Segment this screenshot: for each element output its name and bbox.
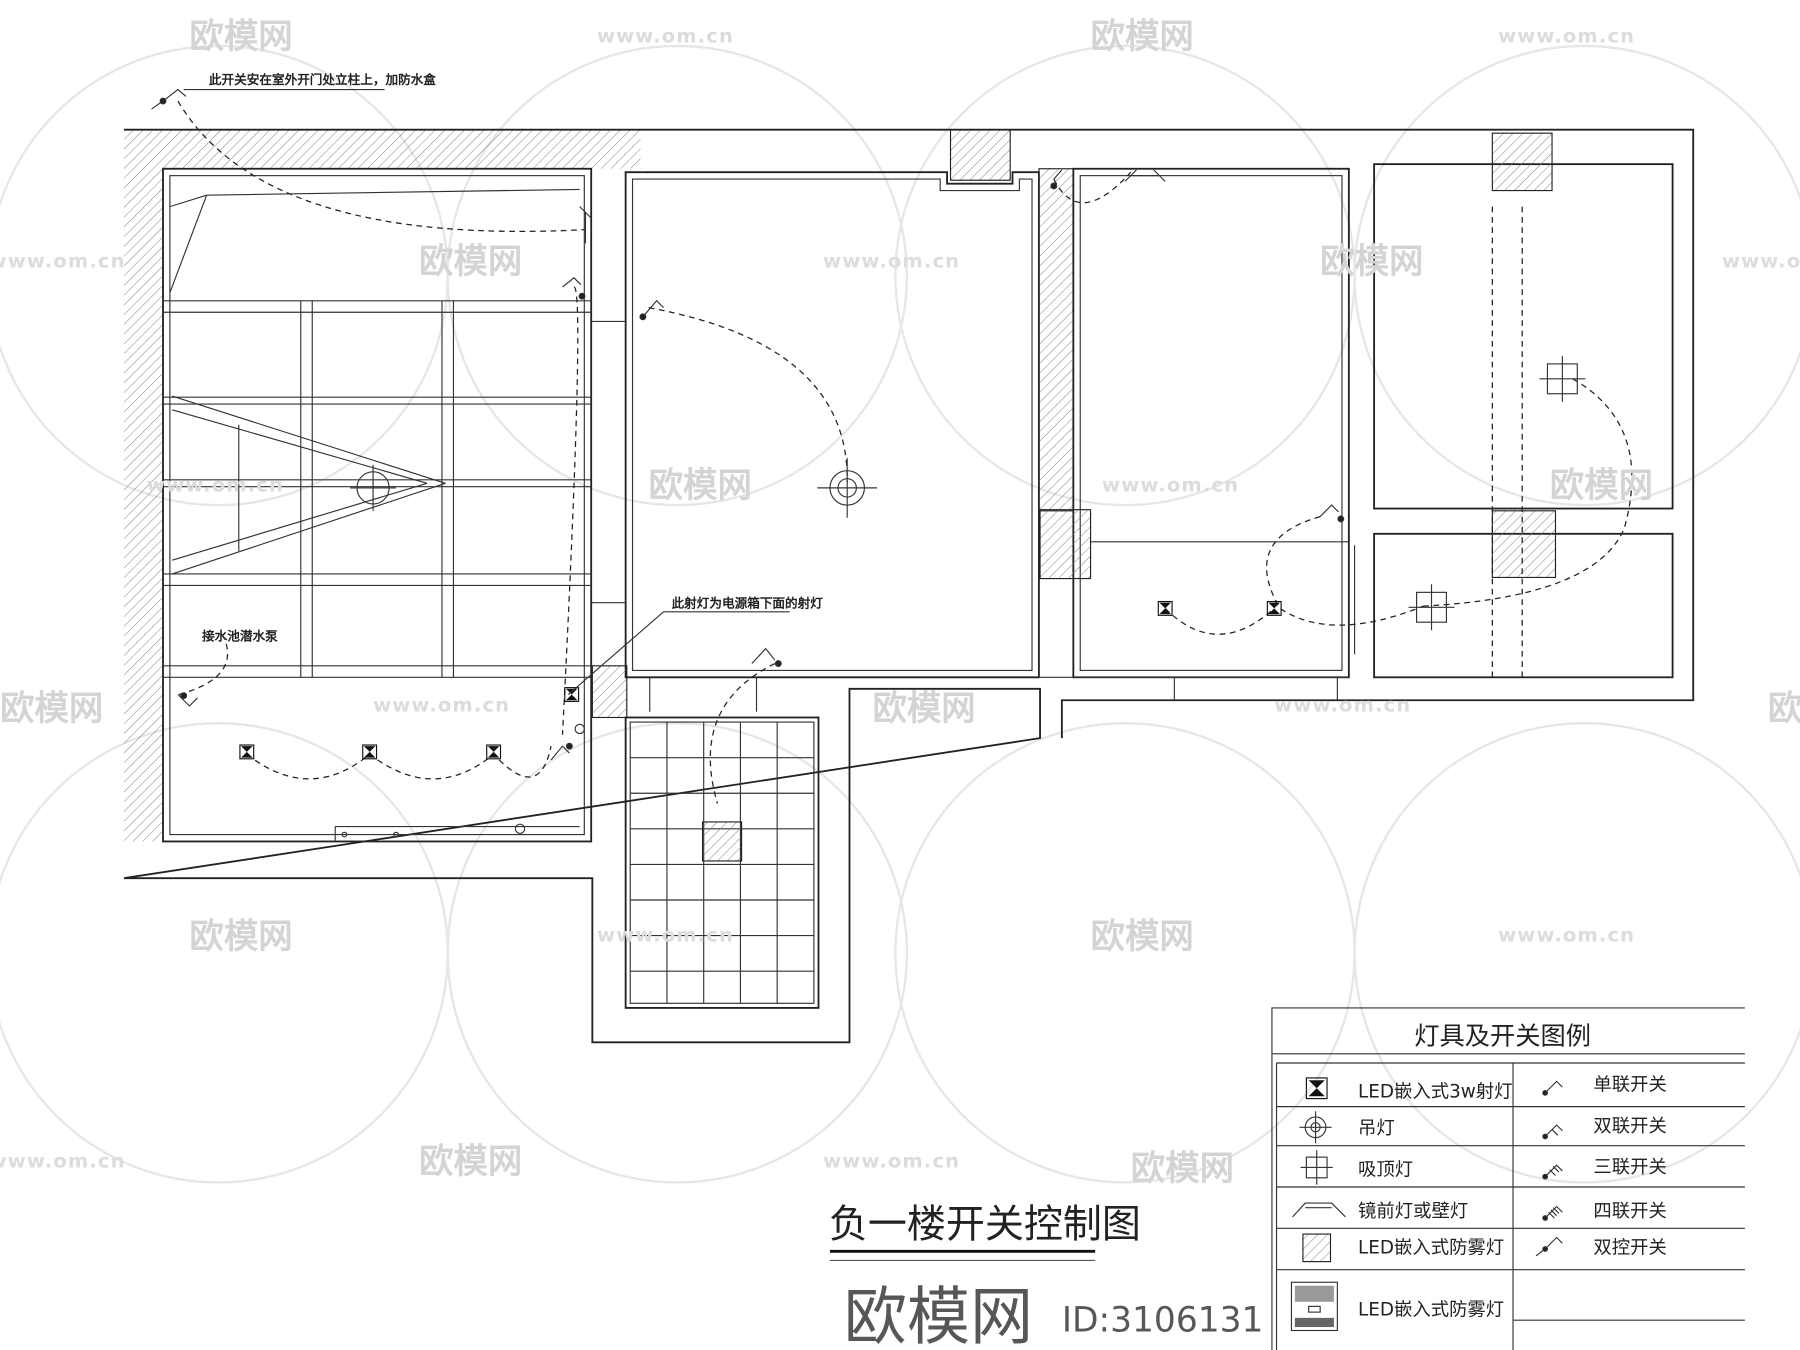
double-switch-icon: [1544, 1124, 1563, 1137]
bath-heater-icon: [1290, 1281, 1338, 1332]
led-spotlight-icon: [1157, 600, 1173, 616]
mirror-wall-lamp-icon: [579, 206, 592, 244]
watermark-url: www.om.cn: [597, 24, 734, 47]
pendant-lamp-icon: [350, 464, 397, 511]
watermark-brand: 欧模网: [189, 17, 292, 57]
watermarks: 欧模网 欧模网 欧模网 欧模网 欧模网 欧模网 欧模网 欧模网 欧模网 欧模网 …: [0, 17, 1800, 1189]
led-fogproof-lamp-icon: [701, 821, 743, 862]
page-title: 负一楼开关控制图: [829, 1203, 1141, 1248]
drawing-title: 负一楼开关控制图: [829, 1203, 1141, 1262]
watermark-brand: 欧模网: [419, 1142, 522, 1182]
watermark-brand-large: 欧模网: [844, 1280, 1033, 1350]
led-spotlight-icon: [1305, 1077, 1328, 1100]
watermark-url: www.om.cn: [1274, 694, 1411, 717]
ceiling-lamp-icon: [1408, 355, 1586, 631]
pendant-lamp-icon: [817, 458, 878, 518]
watermark-brand: 欧模网: [1091, 17, 1194, 57]
legend-light-label: 吊灯: [1358, 1118, 1395, 1139]
watermark-url: www.om.cn: [1498, 923, 1635, 946]
note-pump: 接水池潜水泵: [202, 629, 278, 644]
watermark-brand: 欧模网: [1091, 917, 1194, 957]
watermark-brand: 欧模网: [872, 689, 975, 729]
watermark-url: www.om.cn: [147, 473, 284, 496]
watermark-circles: [0, 44, 1800, 1184]
led-fogproof-lamp-icon: [1302, 1233, 1332, 1263]
legend-title: 灯具及开关图例: [1414, 1022, 1591, 1051]
watermark-url: www.om.cn: [597, 923, 734, 946]
legend-light-label: LED嵌入式防雾灯: [1358, 1238, 1504, 1259]
annotations: 此开关安在室外开门处立柱上，加防水盒 此射灯为电源箱下面的射灯 接水池潜水泵: [183, 72, 824, 695]
legend-switch-label: 单联开关: [1593, 1075, 1666, 1096]
watermark-url: www.om.cn: [0, 249, 126, 272]
circuits: [177, 100, 1633, 804]
legend-light-label: LED嵌入式防雾灯: [1358, 1300, 1504, 1321]
walls: [123, 128, 1695, 1044]
mirror-wall-lamp-icon: [1292, 1202, 1346, 1218]
watermark-brand: 欧模网: [1550, 466, 1653, 506]
watermark-url: www.om.cn: [0, 1149, 126, 1172]
switch-icons: [151, 88, 1345, 761]
watermark-url: www.om.cn: [823, 249, 960, 272]
watermark-brand: 欧模网: [1768, 689, 1800, 729]
note-spotlight: 此射灯为电源箱下面的射灯: [672, 595, 824, 610]
legend-light-label: LED嵌入式3w射灯: [1358, 1081, 1512, 1102]
watermark-url: www.om.cn: [823, 1149, 960, 1172]
single-switch-icon: [1544, 1080, 1563, 1094]
watermark-brand: 欧模网: [649, 466, 752, 506]
legend-table: 灯具及开关图例 LED嵌入式3w射灯 吊灯 吸顶灯 镜前灯或壁灯 LED嵌入式防…: [1271, 1007, 1745, 1350]
led-spotlight-icon: [362, 744, 378, 760]
note-outdoor-switch: 此开关安在室外开门处立柱上，加防水盒: [209, 72, 436, 87]
legend-switch-label: 双控开关: [1593, 1238, 1666, 1259]
led-spotlight-icon: [486, 744, 502, 760]
fixtures: [151, 88, 1586, 862]
watermark-brand: 欧模网: [419, 242, 522, 282]
watermark-url: www.om.cn: [1722, 249, 1800, 272]
watermark-id: ID:3106131: [1062, 1301, 1264, 1341]
triple-switch-icon: [1544, 1164, 1563, 1178]
two-way-switch-icon: [1535, 1236, 1563, 1257]
watermark-brand: 欧模网: [0, 689, 103, 729]
watermark-brand: 欧模网: [1131, 1149, 1234, 1189]
legend-light-label: 镜前灯或壁灯: [1358, 1201, 1468, 1222]
watermark-url: www.om.cn: [1498, 24, 1635, 47]
quad-switch-icon: [1544, 1205, 1563, 1219]
watermark-url: www.om.cn: [1102, 473, 1239, 496]
mirror-wall-lamp-icon: [1124, 169, 1166, 182]
id-watermark: 欧模网 ID:3106131: [844, 1280, 1264, 1350]
ceiling-lamp-icon: [1300, 1150, 1333, 1185]
led-spotlight-icon: [239, 600, 1282, 760]
watermark-url: www.om.cn: [373, 694, 510, 717]
legend-light-label: 吸顶灯: [1358, 1160, 1413, 1181]
led-spotlight-icon: [239, 744, 255, 760]
watermark-brand: 欧模网: [189, 917, 292, 957]
legend-switch-label: 三联开关: [1593, 1157, 1666, 1178]
watermark-brand: 欧模网: [1320, 242, 1423, 282]
led-spotlight-icon: [564, 687, 580, 702]
legend-switch-label: 双联开关: [1593, 1116, 1666, 1137]
pendant-lamp-icon: [1299, 1111, 1332, 1144]
legend-switch-label: 四联开关: [1593, 1201, 1666, 1222]
